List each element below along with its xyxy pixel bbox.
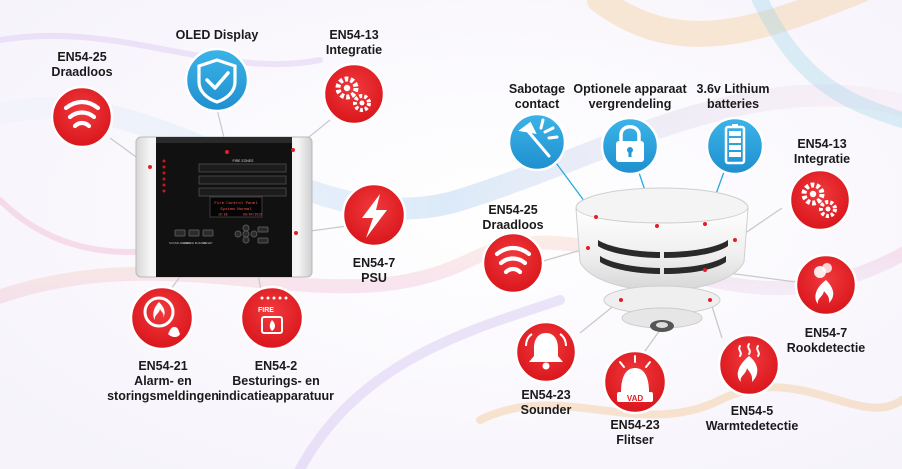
fire-hand-icon: FIRE bbox=[258, 296, 288, 334]
panel-oled-line2: System Normal bbox=[220, 207, 252, 212]
detector-integration-badge bbox=[788, 168, 852, 232]
wireless-icon bbox=[494, 245, 532, 275]
panel-integration-badge bbox=[322, 62, 386, 126]
panel-oled-time: 10:58 bbox=[218, 213, 228, 217]
panel-button-label-1: SOUND ALARMS bbox=[169, 241, 191, 245]
gears-icon bbox=[335, 76, 371, 112]
vad-label: VAD bbox=[627, 394, 644, 403]
panel-alarm-line2: storingsmeldingen bbox=[107, 389, 219, 403]
panel-control-label: EN54-2 Besturings- en indicatieapparatuu… bbox=[218, 359, 334, 404]
detector-smoke-name: Rookdetectie bbox=[786, 341, 866, 355]
panel-wireless-name: Draadloos bbox=[51, 65, 113, 79]
panel-psu-badge bbox=[341, 182, 407, 248]
panel-integration-label: EN54-13 Integratie bbox=[326, 28, 382, 58]
detector-heat-badge bbox=[717, 333, 781, 397]
panel-keypad[interactable] bbox=[174, 224, 269, 244]
detector-wireless-name: Draadloos bbox=[482, 218, 544, 232]
detector-lock-line1: Optionele apparaat bbox=[573, 82, 687, 96]
padlock-icon bbox=[616, 125, 644, 162]
panel-integration-name: Integratie bbox=[325, 43, 383, 57]
panel-oled-badge bbox=[184, 47, 250, 113]
flame-heat-icon bbox=[737, 343, 760, 382]
detector-tamper-line1: Sabotage bbox=[508, 82, 566, 96]
detector-sounder-code: EN54-23 bbox=[521, 388, 571, 402]
detector-battery-badge bbox=[705, 116, 765, 176]
detector-integration-label: EN54-13 Integratie bbox=[794, 137, 850, 167]
shield-check-icon bbox=[197, 58, 237, 104]
panel-oled-screen bbox=[209, 196, 263, 218]
detector-lock-label: Optionele apparaat vergrendeling bbox=[573, 82, 686, 112]
svg-text:FIRE: FIRE bbox=[258, 307, 274, 314]
panel-zone-header: FIRE ZONES bbox=[232, 159, 254, 163]
detector-flasher-code: EN54-23 bbox=[610, 418, 660, 432]
detector-sounder-name: Sounder bbox=[520, 403, 572, 417]
detector-heat-code: EN54-5 bbox=[730, 404, 774, 418]
detector-battery-label: 3.6v Lithium batteries bbox=[697, 82, 770, 112]
detector-heat-name: Warmtedetectie bbox=[705, 419, 799, 433]
detector-lock-badge bbox=[600, 116, 660, 176]
panel-integration-code: EN54-13 bbox=[329, 28, 379, 42]
detector-wireless-badge bbox=[481, 231, 545, 295]
panel-psu-name: PSU bbox=[361, 271, 387, 285]
panel-oled-line1: Fire Control Panel bbox=[214, 201, 258, 206]
panel-status-leds bbox=[162, 159, 166, 193]
detector-wireless-label: EN54-25 Draadloos bbox=[482, 203, 543, 233]
detector-tamper-line2: contact bbox=[514, 97, 560, 111]
panel-control-code: EN54-2 bbox=[254, 359, 298, 373]
tamper-tool-icon bbox=[518, 118, 559, 158]
panel-alarm-line1: Alarm- en bbox=[134, 374, 192, 388]
panel-psu-label: EN54-7 PSU bbox=[353, 256, 395, 286]
panel-button-label-2: SILENCE BUZZER bbox=[182, 241, 206, 245]
panel-wireless-badge bbox=[50, 85, 114, 149]
detector-flasher-label: EN54-23 Flitser bbox=[610, 418, 659, 448]
vad-beacon-icon: VAD bbox=[617, 355, 653, 403]
detector-smoke-badge bbox=[794, 253, 858, 317]
panel-wireless-code: EN54-25 bbox=[57, 50, 107, 64]
detector-tamper-badge bbox=[507, 112, 567, 172]
lightning-icon bbox=[362, 194, 387, 238]
smoke-fire-icon bbox=[814, 263, 834, 304]
panel-control-badge: FIRE bbox=[239, 285, 305, 351]
panel-alarm-code: EN54-21 bbox=[138, 359, 188, 373]
wireless-icon bbox=[63, 99, 101, 129]
wireless-detector bbox=[575, 187, 749, 332]
detector-lock-line2: vergrendeling bbox=[588, 97, 672, 111]
detector-flasher-badge: VAD bbox=[602, 349, 668, 415]
panel-psu-code: EN54-7 bbox=[352, 256, 396, 270]
panel-control-line1: Besturings- en bbox=[232, 374, 320, 388]
detector-wireless-code: EN54-25 bbox=[488, 203, 538, 217]
panel-zone-indicators: FIRE ZONES bbox=[198, 159, 287, 197]
gears-icon bbox=[801, 182, 837, 218]
panel-button-label-3: RESET bbox=[203, 241, 213, 245]
battery-icon bbox=[724, 124, 746, 165]
detector-flasher-name: Flitser bbox=[616, 433, 654, 447]
panel-alarm-label: EN54-21 Alarm- en storingsmeldingen bbox=[107, 359, 219, 404]
detector-sounder-label: EN54-23 Sounder bbox=[521, 388, 572, 418]
detector-battery-line1: 3.6v Lithium bbox=[696, 82, 770, 96]
detector-vents bbox=[598, 240, 728, 274]
panel-oled-name: OLED Display bbox=[175, 28, 259, 42]
detector-battery-line2: batteries bbox=[706, 97, 760, 111]
detector-tamper-label: Sabotage contact bbox=[509, 82, 565, 112]
panel-oled-date: 09/04/2019 bbox=[243, 213, 262, 217]
detector-sounder-badge bbox=[514, 320, 578, 384]
detector-integration-code: EN54-13 bbox=[797, 137, 847, 151]
panel-control-line2: indicatieapparatuur bbox=[218, 389, 334, 403]
detector-smoke-code: EN54-7 bbox=[804, 326, 848, 340]
panel-alarm-badge bbox=[129, 285, 195, 351]
detector-integration-name: Integratie bbox=[793, 152, 851, 166]
panel-oled-label: OLED Display bbox=[176, 28, 259, 43]
bell-icon bbox=[525, 333, 567, 370]
panel-wireless-label: EN54-25 Draadloos bbox=[51, 50, 112, 80]
control-panel: FIRE ZONES Fire Control Panel System Nor… bbox=[135, 136, 313, 278]
fire-phone-icon bbox=[143, 296, 180, 337]
detector-heat-label: EN54-5 Warmtedetectie bbox=[706, 404, 799, 434]
detector-smoke-label: EN54-7 Rookdetectie bbox=[787, 326, 866, 356]
